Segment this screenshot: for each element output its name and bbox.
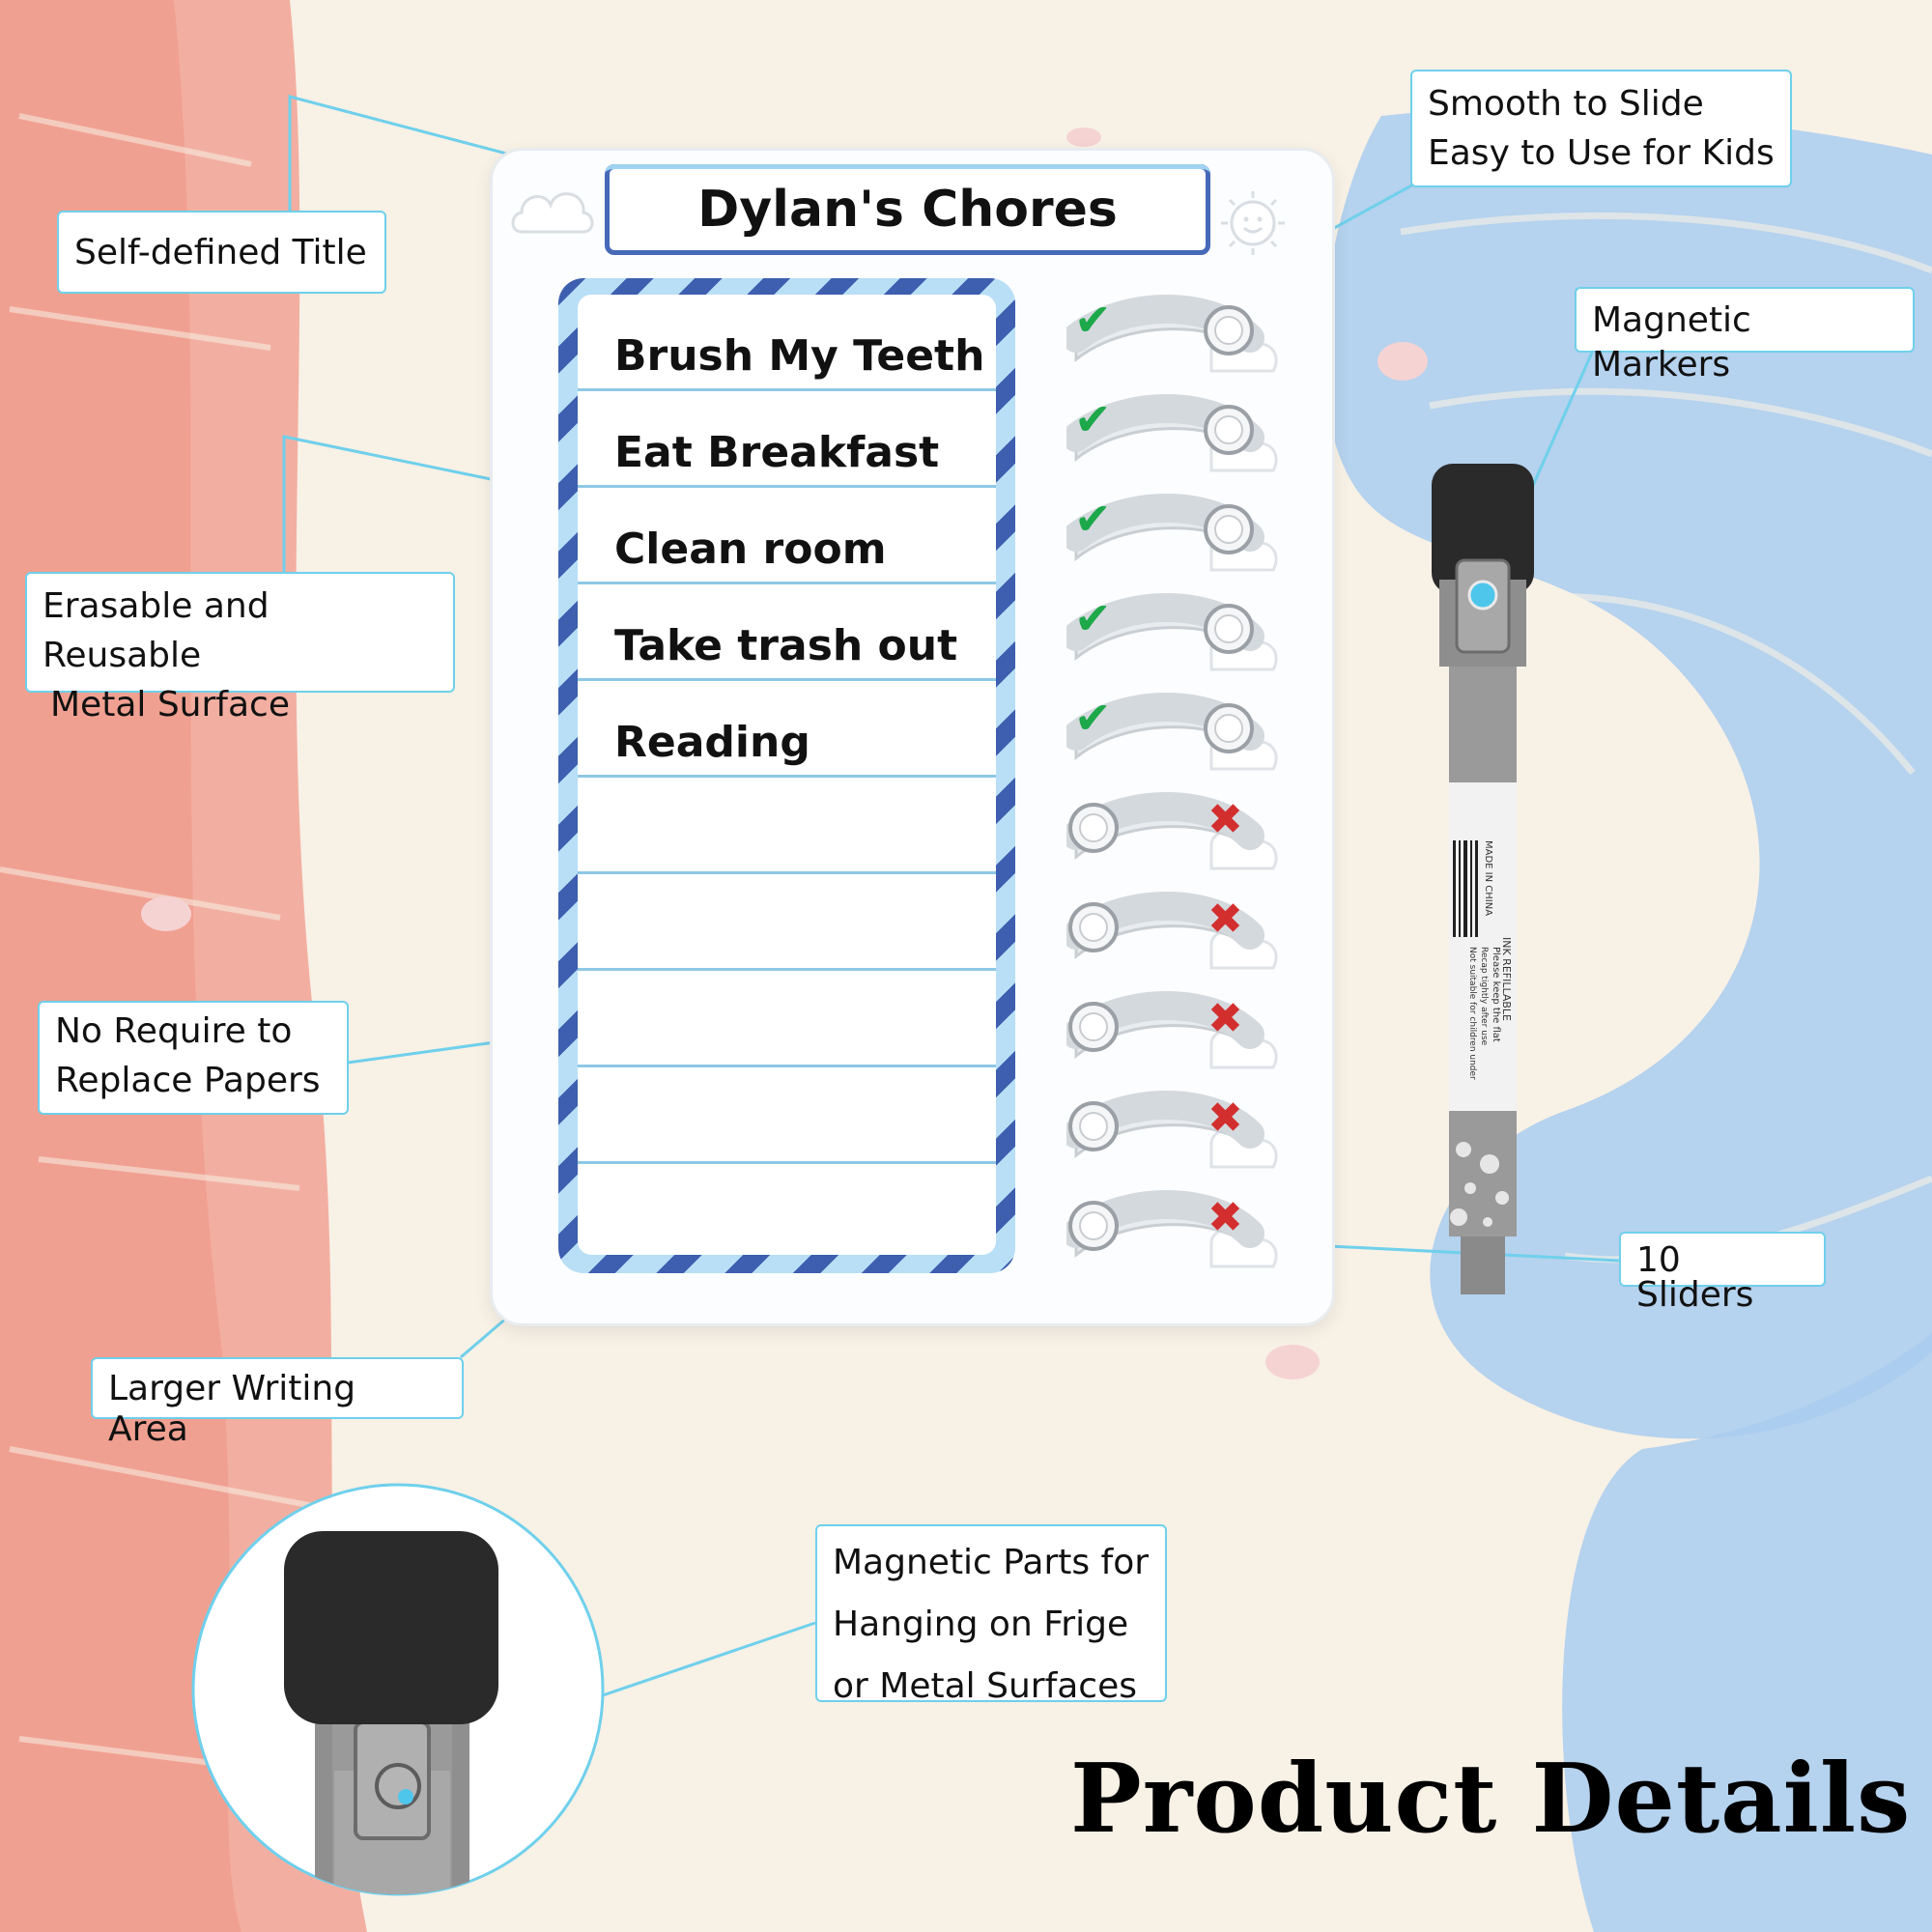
callout-smooth-to-slide: Smooth to Slide Easy to Use for Kids [1410, 70, 1792, 187]
slider-track [1062, 1190, 1278, 1268]
callout-erasable-reusable: Erasable and Reusable Metal Surface [25, 572, 455, 724]
slider-track [1062, 892, 1278, 970]
chore-slider[interactable]: ✖ [1062, 887, 1278, 970]
callout-text: Hanging on Frige [833, 1605, 1129, 1644]
check-icon: ✔ [1074, 393, 1112, 445]
magnetic-marker: MADE IN CHINA INK REFILLABLE Please keep… [1432, 464, 1534, 1294]
callout-text: Smooth to Slide [1428, 84, 1704, 124]
cross-icon: ✖ [1208, 994, 1243, 1043]
chore-slider[interactable]: ✔ [1062, 588, 1278, 671]
chore-label: Brush My Teeth [614, 331, 985, 381]
marker-note3-text: Not suitable for children under [1467, 947, 1477, 1080]
callout-text: or Metal Surfaces [833, 1666, 1137, 1706]
slider-knob-center [1079, 1211, 1108, 1240]
sun-icon [1221, 191, 1285, 255]
callout-text: Larger Writing Area [108, 1369, 356, 1449]
marker-note2-text: Recap tightly after use [1479, 947, 1489, 1046]
callout-text: Replace Papers [55, 1061, 321, 1100]
chore-slider[interactable]: ✖ [1062, 787, 1278, 870]
slider-knob-center [1214, 714, 1243, 743]
chore-row[interactable]: Reading [578, 681, 996, 778]
chore-label: Reading [614, 718, 810, 767]
cross-icon: ✖ [1208, 1193, 1243, 1242]
marker-refillable-text: INK REFILLABLE [1500, 937, 1513, 1021]
slider-track [1062, 295, 1278, 373]
callout-text: Erasable and Reusable [43, 586, 270, 675]
check-icon: ✔ [1074, 294, 1112, 346]
chore-row[interactable]: Clean room [578, 488, 996, 584]
slider-knob-center [1079, 913, 1108, 942]
cross-icon: ✖ [1208, 795, 1243, 844]
chore-label: Eat Breakfast [614, 428, 940, 477]
chore-row[interactable]: Brush My Teeth [578, 295, 996, 391]
chore-slider[interactable]: ✔ [1062, 489, 1278, 572]
slider-track [1062, 593, 1278, 671]
chore-slider[interactable]: ✖ [1062, 986, 1278, 1069]
slider-track [1062, 494, 1278, 572]
eraser-closeup [191, 1483, 605, 1896]
marker-made-in-text: MADE IN CHINA [1483, 840, 1493, 916]
chore-row[interactable]: Eat Breakfast [578, 391, 996, 488]
chore-row[interactable]: Take trash out [578, 584, 996, 681]
callout-self-defined-title: Self-defined Title [57, 211, 386, 294]
check-icon: ✔ [1074, 692, 1112, 744]
chore-row[interactable] [578, 1164, 996, 1261]
chore-row[interactable] [578, 778, 996, 874]
cross-icon: ✖ [1208, 895, 1243, 944]
marker-note1-text: Please keep the flat [1491, 947, 1501, 1042]
slider-track [1062, 1091, 1278, 1169]
board-title: Dylan's Chores [605, 164, 1210, 255]
chore-row[interactable] [578, 874, 996, 971]
slider-knob-center [1214, 415, 1243, 444]
callout-text: Magnetic Parts for [833, 1543, 1150, 1582]
callout-magnetic-parts: Magnetic Parts for Hanging on Frige or M… [815, 1524, 1167, 1706]
callout-ten-sliders: 10 Sliders [1619, 1232, 1826, 1313]
chore-row[interactable] [578, 1067, 996, 1164]
callout-text: Magnetic Markers [1592, 300, 1751, 384]
callout-magnetic-markers: Magnetic Markers [1575, 287, 1915, 384]
slider-knob-center [1079, 1112, 1108, 1141]
callout-text: Self-defined Title [74, 233, 367, 272]
check-icon: ✔ [1074, 592, 1112, 644]
callout-larger-writing-area: Larger Writing Area [91, 1357, 464, 1449]
slider-track [1062, 792, 1278, 870]
chore-slider[interactable]: ✖ [1062, 1185, 1278, 1268]
chore-slider[interactable]: ✔ [1062, 688, 1278, 771]
chore-slider[interactable]: ✔ [1062, 290, 1278, 373]
callout-text: Easy to Use for Kids [1428, 133, 1775, 173]
check-icon: ✔ [1074, 493, 1112, 545]
slider-knob-center [1214, 515, 1243, 544]
slider-knob-center [1079, 813, 1108, 842]
callout-text: No Require to [55, 1011, 293, 1051]
chore-label: Clean room [614, 525, 887, 574]
chore-row[interactable] [578, 971, 996, 1067]
cross-icon: ✖ [1208, 1094, 1243, 1143]
slider-knob-center [1214, 316, 1243, 345]
slider-knob-center [1079, 1012, 1108, 1041]
slider-track [1062, 394, 1278, 472]
product-details-heading: Product Details [1070, 1744, 1912, 1855]
callout-text: Metal Surface [50, 685, 290, 724]
callout-text: 10 Sliders [1636, 1240, 1754, 1315]
slider-knob-center [1214, 614, 1243, 643]
slider-track [1062, 693, 1278, 771]
callout-no-require-papers: No Require to Replace Papers [38, 1001, 349, 1115]
board-title-text: Dylan's Chores [697, 181, 1118, 239]
chore-slider[interactable]: ✔ [1062, 389, 1278, 472]
slider-track [1062, 991, 1278, 1069]
chore-label: Take trash out [614, 621, 958, 670]
chore-slider[interactable]: ✖ [1062, 1086, 1278, 1169]
magnet-dot-icon [398, 1789, 413, 1804]
cloud-icon [511, 192, 594, 234]
